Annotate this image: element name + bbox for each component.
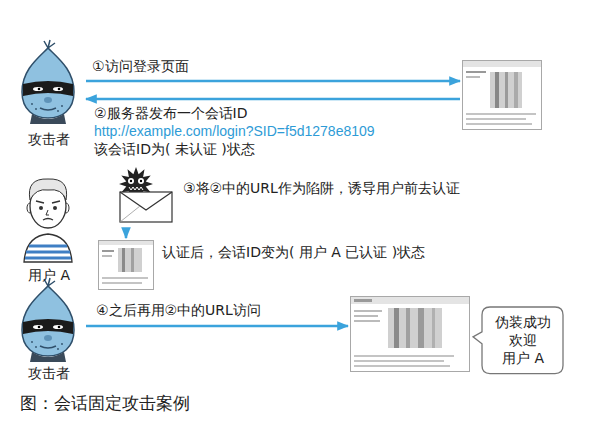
text-line — [102, 250, 114, 252]
node-label: 用户 A — [28, 267, 70, 285]
user-drawing — [24, 179, 72, 262]
pupil — [130, 180, 132, 182]
photo-stripe — [122, 248, 125, 272]
figure-caption: 图：会话固定攻击案例 — [20, 393, 190, 414]
note-box: 认证后，会话ID变为( 用户 A 已认证 )状态 — [162, 244, 425, 262]
photo-stripe — [495, 72, 499, 108]
attacker-figure: 攻击者 — [14, 40, 84, 148]
note-box: http://example.com/login?SID=f5d1278e810… — [94, 123, 375, 141]
browser-bar — [462, 60, 542, 67]
step-label: ②服务器发布一个会话ID — [94, 105, 247, 123]
flow-arrow — [86, 325, 348, 328]
attacker-figure: 攻击者 — [14, 280, 84, 382]
logo — [354, 299, 372, 302]
text-line — [466, 76, 480, 78]
browser-content — [98, 240, 154, 284]
attacker-drawing — [22, 40, 74, 124]
flow-arrow — [86, 80, 460, 83]
trap-drawing — [119, 167, 172, 222]
node-label: 伪装成功 欢迎 用户 A — [494, 313, 551, 368]
text-line — [354, 360, 444, 362]
text-line — [466, 123, 532, 125]
attacker-drawing — [22, 278, 74, 362]
eyebrows — [36, 201, 60, 203]
text-line — [354, 310, 382, 312]
eye — [53, 206, 57, 210]
monster-teeth — [129, 187, 143, 190]
user-figure: 用户 A — [14, 166, 84, 284]
note-text: 认证后，会话ID变为( 用户 A 已认证 )状态 — [162, 244, 425, 262]
pupil — [140, 180, 142, 182]
page-photo — [388, 308, 442, 348]
trap-envelope — [114, 164, 176, 226]
browser-window — [350, 296, 470, 372]
envelope-flap — [120, 192, 172, 210]
envelope-fold — [120, 206, 140, 222]
step-label: ①访问登录页面 — [92, 58, 189, 76]
shirt-stripes — [25, 246, 71, 258]
monster-eye — [128, 178, 134, 184]
eye — [39, 206, 43, 210]
mouth — [43, 219, 53, 221]
text-line — [354, 320, 380, 322]
arrow-label-box: ①访问登录页面 — [92, 58, 189, 76]
caption-box: 图：会话固定攻击案例 — [20, 393, 190, 414]
text-line — [354, 315, 378, 317]
speech-bubble: 伪装成功 欢迎 用户 A — [472, 306, 564, 375]
user-hair — [29, 179, 66, 200]
envelope — [120, 192, 172, 222]
step-label: ④之后再用②中的URL访问 — [96, 302, 261, 320]
user-body — [24, 234, 72, 262]
text-line — [102, 255, 112, 257]
nose — [46, 210, 49, 215]
photo-stripe — [432, 308, 435, 348]
text-line — [466, 113, 536, 115]
browser-content — [350, 296, 470, 367]
node-label: 攻击者 — [28, 365, 70, 383]
text-line — [102, 277, 148, 279]
browser-window — [462, 60, 542, 130]
browser-window — [98, 240, 154, 290]
page-photo — [118, 248, 142, 272]
browser-bar — [350, 296, 470, 304]
text-line — [354, 355, 454, 357]
photo-stripe — [418, 308, 424, 348]
arrow-label-box: ②服务器发布一个会话ID — [94, 105, 247, 123]
note-box: ③将②中的URL作为陷阱，诱导用户前去认证 — [183, 180, 460, 198]
page-photo — [490, 72, 522, 108]
note-text: ③将②中的URL作为陷阱，诱导用户前去认证 — [183, 180, 460, 198]
node-label: 攻击者 — [28, 131, 70, 149]
photo-stripe — [394, 308, 399, 348]
photo-stripe — [514, 72, 518, 108]
note-box: 该会话ID为( 未认证 )状态 — [94, 141, 255, 159]
arrow-label-box: ④之后再用②中的URL访问 — [96, 302, 261, 320]
photo-stripe — [406, 308, 410, 348]
url-text: http://example.com/login?SID=f5d1278e810… — [94, 123, 375, 141]
text-line — [102, 282, 142, 284]
monster-eye — [138, 178, 144, 184]
text-line — [466, 118, 526, 120]
text-line — [466, 71, 486, 73]
photo-stripe — [505, 72, 508, 108]
browser-content — [462, 60, 542, 125]
flow-arrow — [125, 228, 128, 238]
text-line — [354, 365, 450, 367]
flow-arrow — [86, 98, 460, 101]
bubble-shape — [473, 307, 563, 374]
photo-stripe — [131, 248, 134, 272]
note-text: 该会话ID为( 未认证 )状态 — [94, 141, 255, 159]
